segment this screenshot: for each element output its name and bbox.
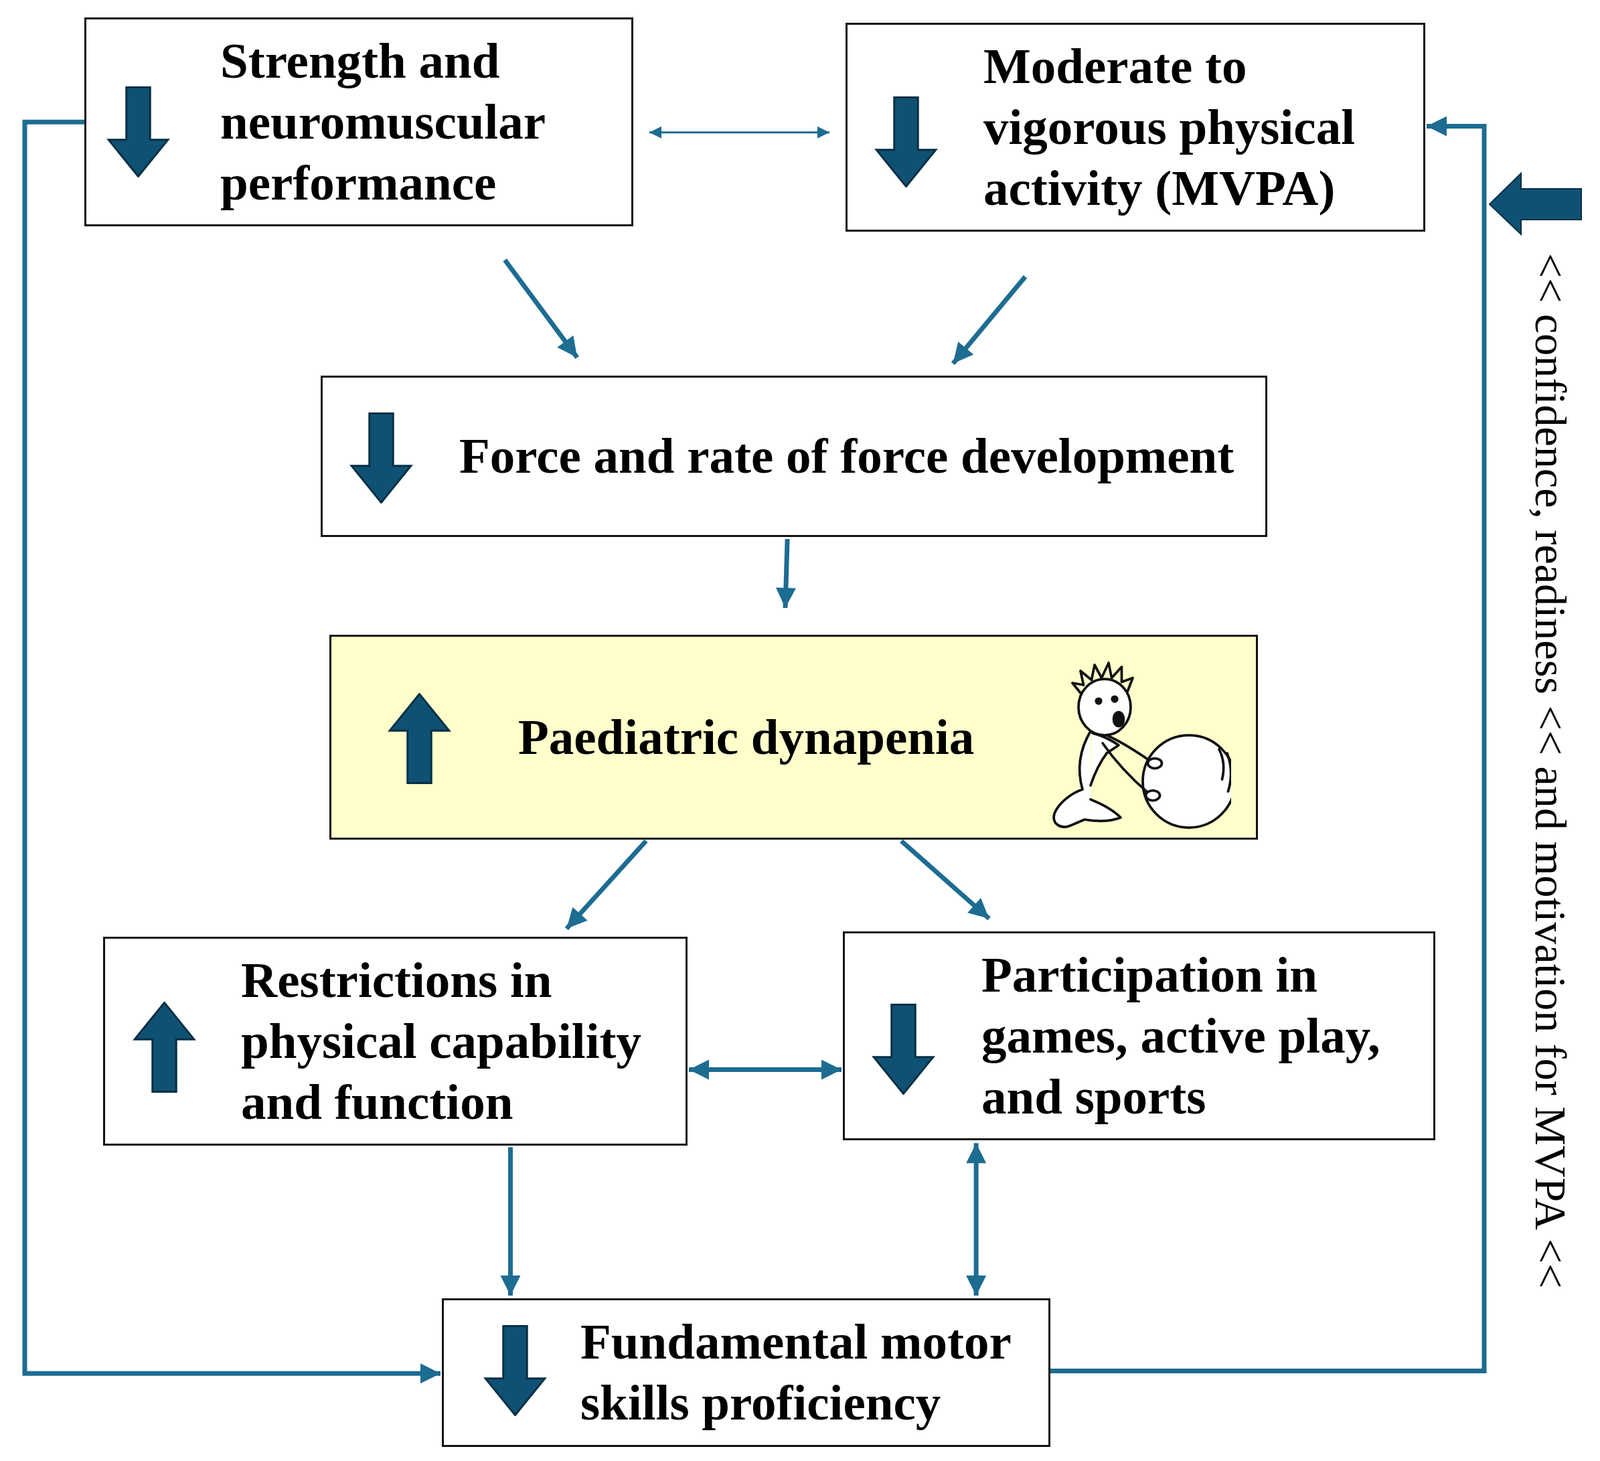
down-arrow-icon (349, 412, 414, 504)
block-arrow-left (1489, 173, 1582, 235)
up-arrow-icon (387, 692, 452, 784)
down-arrow-icon (874, 96, 938, 188)
highlight-box: Paediatric dynapenia (329, 634, 1258, 840)
connector-arrow (649, 131, 830, 134)
process-box: Fundamental motor skills proficiency (441, 1298, 1051, 1447)
node-text: Fundamental motor skills proficiency (580, 1311, 1036, 1434)
down-arrow-icon (871, 1003, 936, 1095)
process-box: Force and rate of force development (320, 375, 1268, 537)
node-text: Restrictions in physical capability and … (241, 949, 670, 1133)
process-box: Moderate to vigorous physical activity (… (845, 22, 1426, 232)
connector-arrow (504, 259, 578, 358)
connector-arrow (688, 1067, 842, 1072)
process-box: Participation in games, active play, and… (842, 931, 1436, 1141)
down-arrow-icon (106, 86, 171, 178)
child-illustration (1040, 651, 1232, 835)
node-text: Paediatric dynapenia (518, 706, 1027, 768)
process-box: Strength and neuromuscular performance (84, 17, 634, 227)
connector-arrow (508, 1146, 513, 1296)
node-text: Moderate to vigorous physical activity (… (983, 36, 1386, 219)
connector-arrow (974, 1142, 979, 1296)
edge-label: << confidence, readiness << and motivati… (1525, 253, 1575, 1289)
connector-arrow (785, 538, 788, 608)
connector-arrow (953, 276, 1026, 364)
node-text: Force and rate of force development (459, 425, 1250, 487)
connector-arrow (1050, 126, 1485, 1372)
connector-arrow (566, 840, 647, 929)
down-arrow-icon (483, 1324, 547, 1416)
node-text: Strength and neuromuscular performance (220, 30, 596, 213)
connector-arrow (901, 840, 989, 919)
up-arrow-icon (132, 1001, 197, 1093)
process-box: Restrictions in physical capability and … (103, 936, 688, 1146)
node-text: Participation in games, active play, and… (981, 944, 1410, 1127)
